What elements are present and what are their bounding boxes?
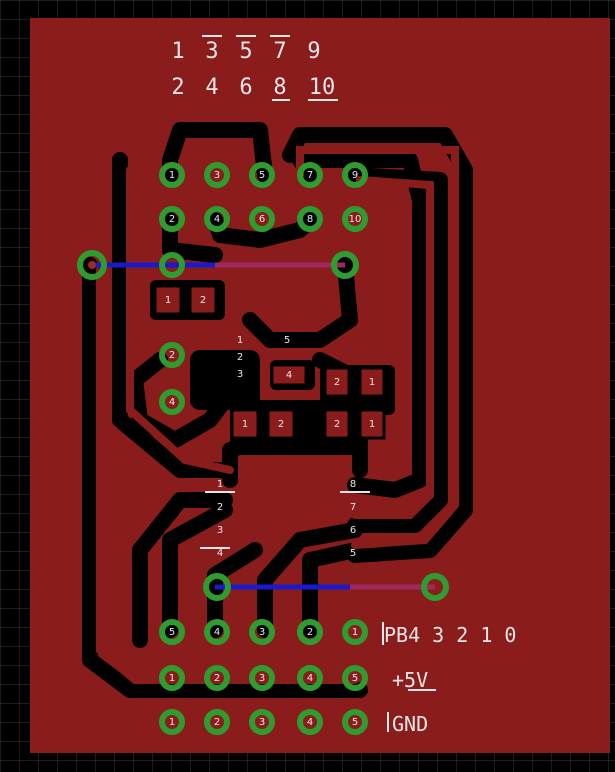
pad-num: 3	[214, 170, 220, 181]
pad-num: 2	[169, 350, 175, 361]
label-marks	[382, 622, 436, 732]
pad-num: 1	[352, 627, 358, 638]
pad-num: 4	[214, 214, 220, 225]
pad-num: 1	[217, 479, 223, 490]
pad-num: 2	[334, 377, 340, 388]
pad-num: 6	[350, 525, 356, 536]
pad-num: 4	[169, 397, 175, 408]
pad-num: 1	[169, 170, 175, 181]
pad-numbers: 1 3 5 7 9 2 4 6 8 10 2 4 1 2 2 1 2 1 2 1…	[165, 170, 375, 728]
smd-pads	[153, 284, 386, 440]
inner-traces	[96, 146, 459, 684]
pad-num: 2	[200, 295, 206, 306]
pad-num: 1	[169, 717, 175, 728]
header-pin-even: 2	[171, 75, 184, 100]
header-pin-odd: 3	[205, 39, 218, 64]
pad-num: 5	[352, 673, 358, 684]
pad-num: 2	[278, 419, 284, 430]
pad-num: 7	[307, 170, 313, 181]
pad-centers	[88, 261, 96, 269]
pad-num: 4	[217, 548, 223, 559]
pad-num: 2	[214, 673, 220, 684]
header-pin-even: 4	[205, 75, 218, 100]
pad-num: 4	[307, 717, 313, 728]
pad-num: 3	[237, 369, 243, 380]
through-hole-pads	[77, 162, 449, 735]
pad-num: 2	[307, 627, 313, 638]
pad-num: 5	[284, 335, 290, 346]
pad-num: 9	[352, 170, 358, 181]
pad-num: 8	[350, 479, 356, 490]
pad-num: 8	[307, 214, 313, 225]
pad-num: 3	[259, 673, 265, 684]
pad-num: 2	[334, 419, 340, 430]
header-pin-odd: 7	[273, 39, 286, 64]
pad-num: 1	[242, 419, 248, 430]
ic-pin-marks	[200, 491, 370, 549]
pad-num: 5	[352, 717, 358, 728]
pad-num: 5	[350, 548, 356, 559]
connector-labels: PB4 3 2 1 0 +5V GND	[384, 623, 516, 736]
pad-num: 5	[169, 627, 175, 638]
pad-num: 3	[259, 627, 265, 638]
header-pin-odd: 9	[307, 39, 320, 64]
header-pin-even: 6	[239, 75, 252, 100]
vcc-label: +5V	[392, 668, 428, 692]
pad-num: 2	[237, 352, 243, 363]
pad-num: 2	[169, 214, 175, 225]
pad-num: 3	[217, 525, 223, 536]
pad-num: 6	[259, 214, 265, 225]
header-pin-odd: 5	[239, 39, 252, 64]
pad-num: 1	[169, 673, 175, 684]
pad-num: 2	[217, 502, 223, 513]
header-silk: 1 3 5 7 9 2 4 6 8 10	[171, 39, 335, 100]
header-pin-even: 8	[273, 75, 286, 100]
pad-num: 1	[369, 419, 375, 430]
pad-num: 2	[214, 717, 220, 728]
header-pin-odd: 1	[171, 39, 184, 64]
pad-num: 7	[350, 502, 356, 513]
pad-num: 4	[286, 370, 292, 381]
pad-num: 1	[369, 377, 375, 388]
port-label: PB4 3 2 1 0	[384, 623, 516, 647]
header-overbars	[202, 35, 338, 101]
pad-num: 4	[214, 627, 220, 638]
pad-num: 4	[307, 673, 313, 684]
pad-num: 5	[259, 170, 265, 181]
pad-num: 10	[349, 214, 362, 225]
header-pin-even: 10	[309, 75, 336, 100]
pad-num: 3	[259, 717, 265, 728]
gnd-label: GND	[392, 712, 428, 736]
pad-num: 1	[165, 295, 171, 306]
pad-num: 1	[237, 335, 243, 346]
